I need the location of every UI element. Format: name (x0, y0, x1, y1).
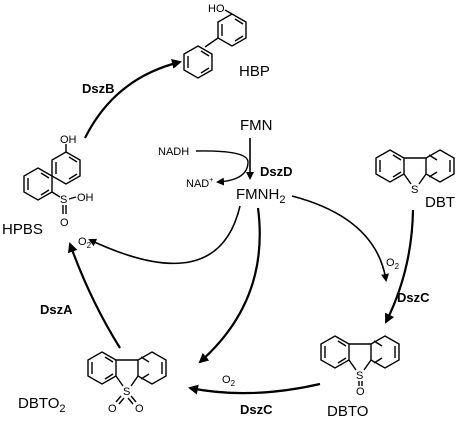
dbto2-label: DBTO2 (18, 395, 66, 415)
hpbs-hydroxyl-label: OH (60, 134, 77, 146)
hpbs-label: HPBS (2, 221, 43, 238)
hbp-hydroxyl-label: HO (208, 3, 225, 15)
nad-label: NAD+ (186, 177, 213, 190)
dbto2-oxygen2-label: O (135, 403, 144, 415)
dbto-label: DBTO (327, 403, 368, 420)
dbt-structure: S (375, 149, 455, 196)
dbto-sulfur-label: S (356, 370, 363, 382)
enzyme-dsza-label: DszA (40, 302, 73, 317)
dbto2-oxygen1-label: O (108, 403, 117, 415)
nadh-label: NADH (158, 146, 189, 158)
enzyme-dszd-label: DszD (260, 164, 293, 179)
arrow-fmnh2-to-dbto2 (198, 207, 261, 364)
arrow-dbto2-to-hpbs (67, 242, 121, 349)
enzyme-dszc-right-label: DszC (397, 290, 430, 305)
hpbs-structure: OH S OH O (23, 134, 94, 229)
arrow-fmnh2-to-dszc (291, 195, 389, 282)
dbto2-structure: S O O (87, 351, 167, 415)
hbp-label: HBP (239, 63, 270, 80)
enzyme-dszb-label: DszB (82, 81, 115, 96)
enzyme-dszc-bottom-label: DszC (240, 402, 273, 417)
arrow-dbt-to-dbto (385, 209, 415, 324)
dbto-structure: S O (320, 335, 400, 398)
hpbs-sulfinic-o-label: O (60, 217, 69, 229)
o2-label-b: O2 (386, 257, 400, 271)
dbto2-sulfur-label: S (123, 386, 130, 398)
arrow-fmnh2-to-dsza (88, 205, 241, 265)
arrow-hpbs-to-hbp (84, 59, 182, 139)
hpbs-sulfinic-oh-label: OH (77, 192, 94, 204)
o2-label-c: O2 (222, 374, 236, 388)
fmn-label: FMN (240, 117, 273, 134)
dbto-oxygen-label: O (356, 386, 365, 398)
dbt-label: DBT (425, 194, 455, 211)
hpbs-sulfur-label: S (60, 194, 67, 206)
fmnh2-label: FMNH2 (236, 186, 285, 206)
dbt-sulfur-label: S (411, 184, 418, 196)
o2-label-a: O2 (78, 236, 92, 250)
hbp-structure: HO (183, 3, 247, 79)
arrow-nadh-to-nad (195, 150, 249, 186)
arrow-dbto-to-dbto2 (188, 382, 321, 395)
